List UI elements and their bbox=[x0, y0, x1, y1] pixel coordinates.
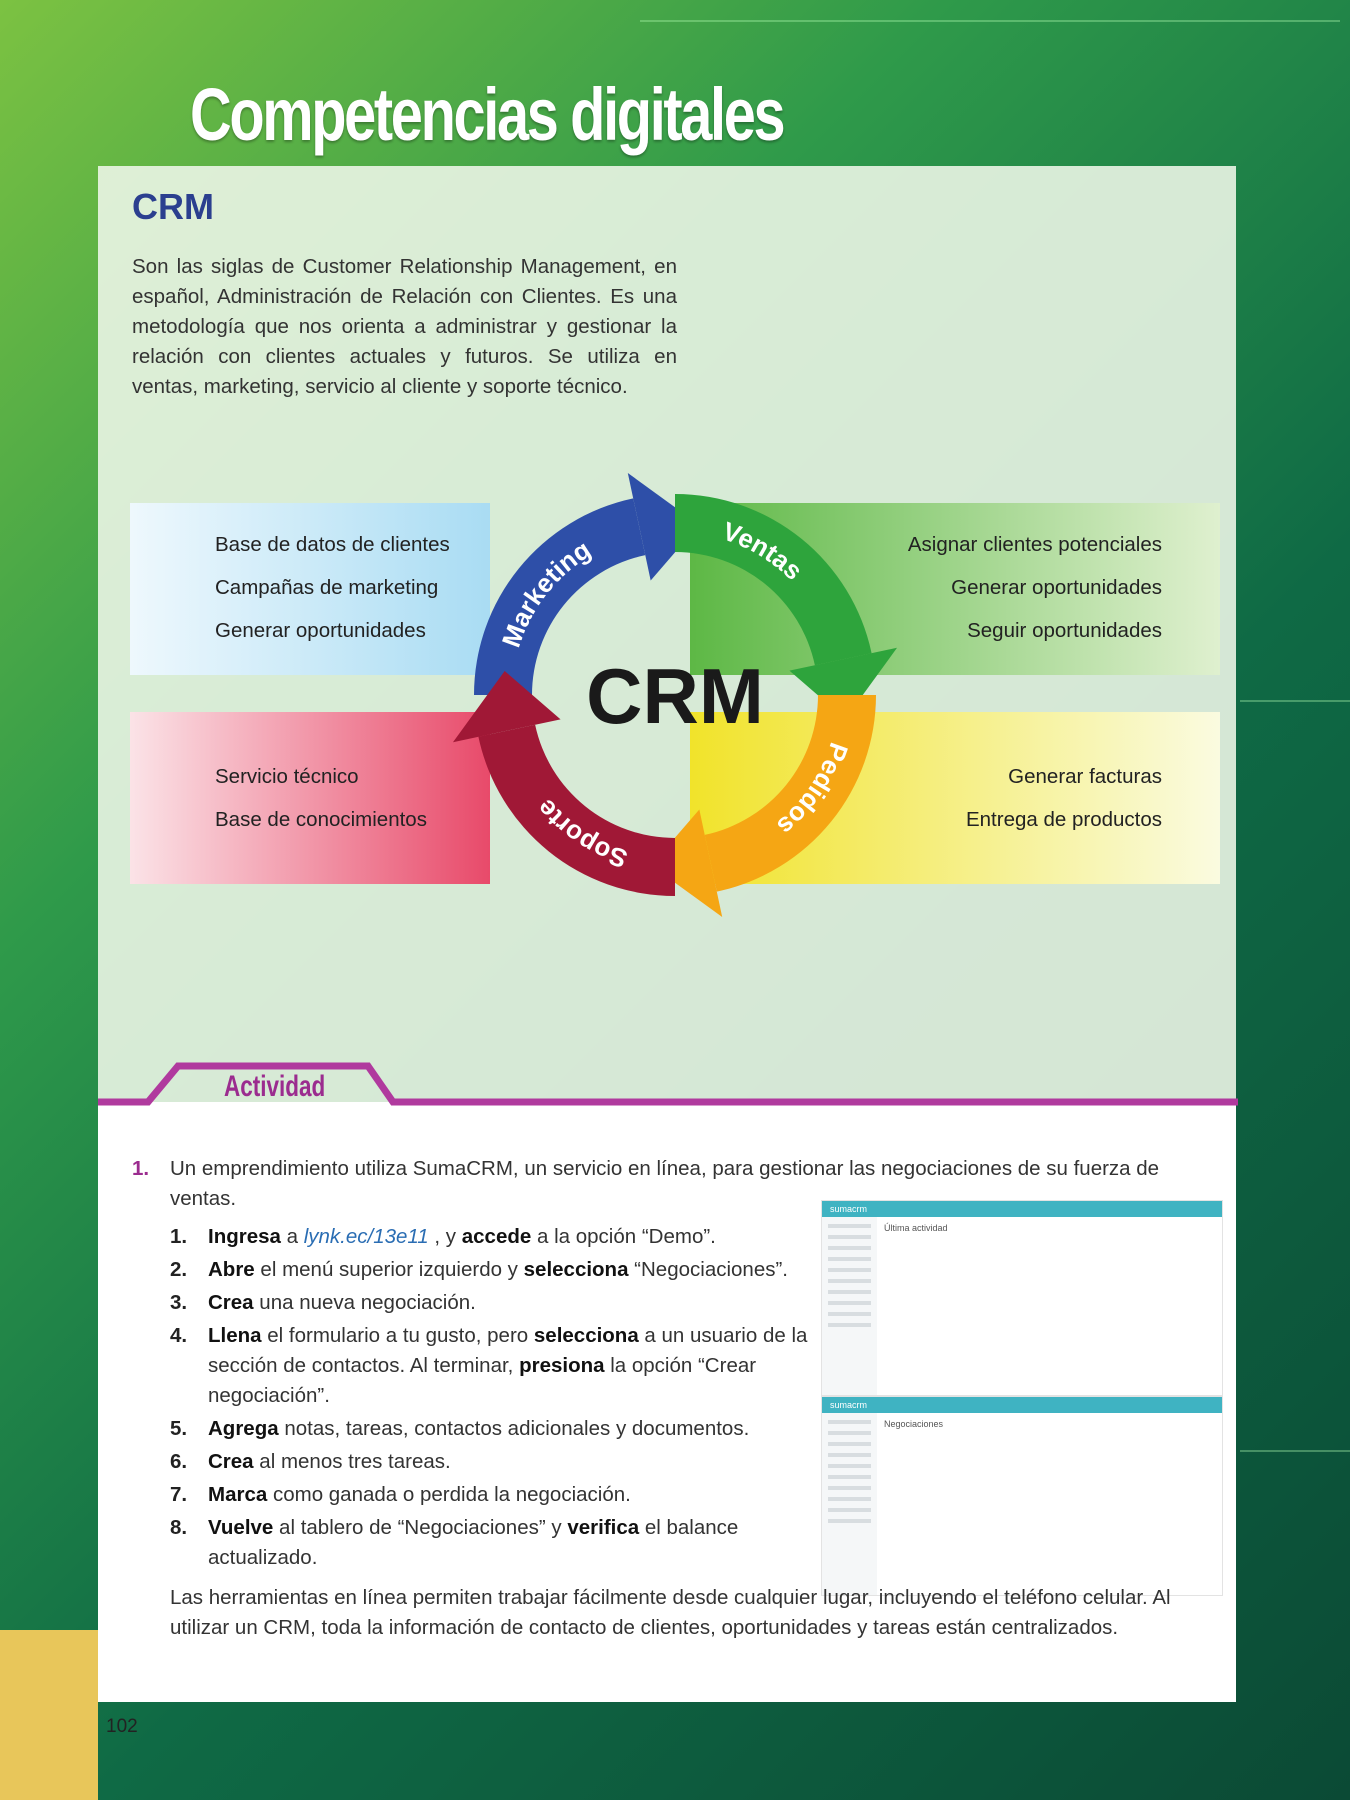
soporte-item: Base de conocimientos bbox=[215, 808, 427, 831]
step-text-part: al menos tres tareas. bbox=[253, 1450, 451, 1473]
pedidos-item: Generar facturas bbox=[1008, 765, 1162, 788]
step-text-part: Vuelve bbox=[208, 1516, 274, 1539]
arrowhead-marketing bbox=[627, 472, 699, 581]
step-item: 4. Llena el formulario a tu gusto, pero s… bbox=[170, 1321, 810, 1411]
step-number: 3. bbox=[170, 1291, 188, 1314]
step-item: 2. Abre el menú superior izquierdo y sele… bbox=[170, 1255, 810, 1285]
step-number: 8. bbox=[170, 1516, 188, 1539]
marketing-item: Base de datos de clientes bbox=[215, 533, 450, 556]
closing-paragraph: Las herramientas en línea permiten traba… bbox=[170, 1586, 1171, 1639]
step-text-part: a bbox=[280, 1225, 304, 1248]
question-text: Un emprendimiento utiliza SumaCRM, un se… bbox=[170, 1157, 1160, 1210]
step-text: Agrega notas, tareas, contactos adiciona… bbox=[208, 1414, 810, 1444]
ventas-item: Asignar clientes potenciales bbox=[907, 533, 1162, 556]
step-text-part: como ganada o perdida la negociación. bbox=[267, 1483, 631, 1506]
arrowhead-soporte bbox=[452, 671, 561, 743]
screenshot-negociaciones: sumacrm Negociaciones bbox=[821, 1396, 1223, 1596]
step-text-part: el menú superior izquierdo y bbox=[254, 1258, 524, 1281]
step-text-part: el formulario a tu gusto, pero bbox=[261, 1324, 534, 1347]
pedidos-item: Entrega de productos bbox=[965, 808, 1162, 831]
step-text-part: presiona bbox=[519, 1354, 605, 1377]
lightbulb-decor bbox=[0, 1630, 98, 1800]
crm-heading: CRM bbox=[132, 186, 214, 227]
marketing-item: Campañas de marketing bbox=[215, 576, 439, 599]
step-number: 1. bbox=[170, 1225, 188, 1248]
step-item: 3. Crea una nueva negociación. bbox=[170, 1288, 810, 1318]
step-number: 7. bbox=[170, 1483, 188, 1506]
step-text: Vuelve al tablero de “Negociaciones” y v… bbox=[208, 1513, 810, 1573]
step-text-part: selecciona bbox=[523, 1258, 629, 1281]
step-text: Crea al menos tres tareas. bbox=[208, 1447, 810, 1477]
step-text-part: la opción “Crear negociación”. bbox=[208, 1354, 757, 1407]
step-text-part: a un usuario de la sección de contactos.… bbox=[208, 1324, 808, 1377]
step-text-part: Crea bbox=[208, 1291, 254, 1314]
band-marketing bbox=[130, 503, 490, 675]
decor-line bbox=[640, 20, 1340, 22]
screen-heading: Última actividad bbox=[884, 1223, 948, 1233]
step-text: Llena el formulario a tu gusto, pero sel… bbox=[208, 1321, 810, 1411]
step-item: 1. Ingresa a lynk.ec/13e11 , y accede a l… bbox=[170, 1222, 810, 1252]
step-item: 5. Agrega notas, tareas, contactos adicio… bbox=[170, 1414, 810, 1444]
app-header: sumacrm bbox=[822, 1397, 1222, 1413]
crm-center-label: CRM bbox=[586, 652, 764, 740]
step-number: 2. bbox=[170, 1258, 188, 1281]
step-text-part: , y bbox=[428, 1225, 462, 1248]
step-text: Crea una nueva negociación. bbox=[208, 1288, 810, 1318]
step-text-part: Crea bbox=[208, 1450, 254, 1473]
step-text-part: accede bbox=[461, 1225, 532, 1248]
ventas-item: Seguir oportunidades bbox=[967, 619, 1162, 642]
arrow-marketing bbox=[474, 498, 646, 695]
step-text-part: Agrega bbox=[208, 1417, 279, 1440]
decor-line bbox=[1240, 1450, 1350, 1452]
arrow-ventas bbox=[675, 494, 872, 666]
app-sidebar bbox=[822, 1413, 877, 1595]
ventas-item: Generar oportunidades bbox=[951, 576, 1162, 599]
arrow-pedidos bbox=[704, 695, 876, 892]
step-text: Abre el menú superior izquierdo y selecc… bbox=[208, 1255, 810, 1285]
step-text-part: “Negociaciones”. bbox=[628, 1258, 788, 1281]
activity-tab-shape bbox=[98, 1062, 1238, 1106]
step-number: 5. bbox=[170, 1417, 188, 1440]
arrow-soporte bbox=[478, 724, 675, 896]
screen-heading: Negociaciones bbox=[884, 1419, 944, 1429]
activity-title: Actividad bbox=[224, 1070, 326, 1103]
step-item: 6. Crea al menos tres tareas. bbox=[170, 1447, 810, 1477]
step-text-part: verifica bbox=[567, 1516, 640, 1539]
arrowhead-ventas bbox=[789, 647, 898, 719]
page-number: 102 bbox=[106, 1716, 138, 1737]
screenshot-ultima-actividad: sumacrm Última actividad bbox=[821, 1200, 1223, 1396]
step-text-part: Abre bbox=[208, 1258, 255, 1281]
step-text: Ingresa a lynk.ec/13e11 , y accede a la … bbox=[208, 1222, 810, 1252]
step-item: 7. Marca como ganada o perdida la negocia… bbox=[170, 1480, 810, 1510]
step-text-part: Marca bbox=[208, 1483, 268, 1506]
marketing-item: Generar oportunidades bbox=[215, 619, 426, 642]
crm-intro: Son las siglas de Customer Relationship … bbox=[132, 255, 677, 398]
step-number: 4. bbox=[170, 1324, 188, 1347]
soporte-item: Servicio técnico bbox=[215, 765, 359, 788]
step-text: Marca como ganada o perdida la negociaci… bbox=[208, 1480, 810, 1510]
step-text-part: selecciona bbox=[533, 1324, 639, 1347]
step-number: 6. bbox=[170, 1450, 188, 1473]
question-1: 1. Un emprendimiento utiliza SumaCRM, un … bbox=[132, 1154, 1227, 1214]
step-text-part: el balance actualizado. bbox=[208, 1516, 739, 1569]
step-text-part: una nueva negociación. bbox=[253, 1291, 476, 1314]
step-text-part: a la opción “Demo”. bbox=[531, 1225, 716, 1248]
step-text-part: al tablero de “Negociaciones” y bbox=[273, 1516, 568, 1539]
app-sidebar bbox=[822, 1217, 877, 1395]
activity-content: 1. Un emprendimiento utiliza SumaCRM, un … bbox=[132, 1154, 1227, 1643]
step-text-part: Ingresa bbox=[208, 1225, 281, 1248]
steps-list: 1. Ingresa a lynk.ec/13e11 , y accede a l… bbox=[170, 1222, 810, 1573]
step-text-part: Llena bbox=[208, 1324, 262, 1347]
page-title: Competencias digitales bbox=[190, 73, 786, 156]
band-soporte bbox=[130, 712, 490, 884]
demo-link[interactable]: lynk.ec/13e11 bbox=[303, 1225, 429, 1248]
question-number: 1. bbox=[132, 1157, 150, 1180]
app-header: sumacrm bbox=[822, 1201, 1222, 1217]
arrowhead-pedidos bbox=[651, 809, 723, 918]
decor-line bbox=[1240, 700, 1350, 702]
step-item: 8. Vuelve al tablero de “Negociaciones” y… bbox=[170, 1513, 810, 1573]
step-text-part: notas, tareas, contactos adicionales y d… bbox=[278, 1417, 750, 1440]
